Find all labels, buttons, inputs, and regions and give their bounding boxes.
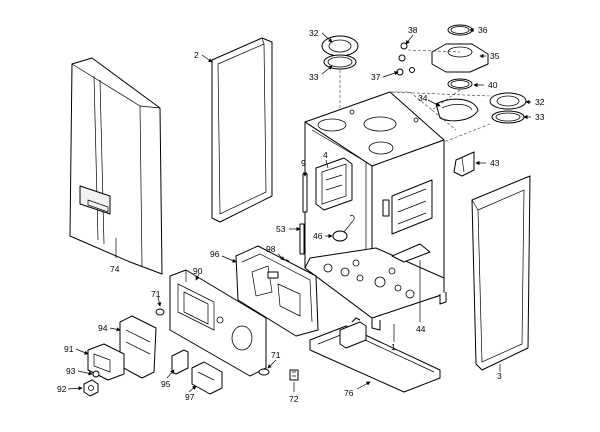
label-46: 46 <box>313 231 323 241</box>
base-tray-76 <box>309 317 441 393</box>
clip-71-right <box>258 368 270 376</box>
label-36: 36 <box>478 25 488 35</box>
component-93 <box>92 370 100 378</box>
flue-ring-left <box>321 35 359 70</box>
front-cover-panel <box>69 57 163 275</box>
component-46 <box>332 215 355 242</box>
bracket-43 <box>453 151 475 177</box>
bracket-97 <box>191 361 223 395</box>
label-33-right: 33 <box>535 112 545 122</box>
label-72: 72 <box>289 394 299 404</box>
label-32-top: 32 <box>309 28 319 38</box>
label-40: 40 <box>488 80 498 90</box>
label-71-left: 71 <box>151 289 161 299</box>
label-1: 1 <box>391 342 396 352</box>
sensor-rod-9 <box>302 173 308 213</box>
label-76: 76 <box>344 388 354 398</box>
right-side-panel <box>471 175 531 371</box>
gasket-34 <box>435 98 479 122</box>
control-housing-96 <box>235 245 319 337</box>
knob-92 <box>83 379 99 397</box>
label-71-right: 71 <box>271 350 281 360</box>
label-97: 97 <box>185 392 195 402</box>
label-95: 95 <box>161 379 171 389</box>
label-53: 53 <box>276 224 286 234</box>
label-43: 43 <box>490 158 500 168</box>
part-labels: 2 3 4 9 1 32 33 38 36 35 37 40 34 32 33 … <box>57 25 545 404</box>
label-35: 35 <box>490 51 500 61</box>
pcb-94 <box>119 315 157 379</box>
connector-95 <box>171 349 189 375</box>
label-38: 38 <box>408 25 418 35</box>
label-9: 9 <box>301 158 306 168</box>
flue-ring-right <box>489 92 527 124</box>
boiler-casing <box>304 91 447 331</box>
side-frame-panel <box>211 37 273 223</box>
probe-53 <box>299 223 305 255</box>
connector-72 <box>289 369 299 381</box>
label-44: 44 <box>416 324 426 334</box>
label-91: 91 <box>64 344 74 354</box>
label-96: 96 <box>210 249 220 259</box>
label-3: 3 <box>497 371 502 381</box>
label-94: 94 <box>98 323 108 333</box>
label-4: 4 <box>323 150 328 160</box>
clip-71-left <box>155 308 165 316</box>
control-panel-90 <box>169 269 267 377</box>
label-98: 98 <box>266 244 276 254</box>
label-37: 37 <box>371 72 381 82</box>
label-90: 90 <box>193 266 203 276</box>
leader-lines <box>67 27 531 393</box>
label-32-right: 32 <box>535 97 545 107</box>
label-74: 74 <box>110 264 120 274</box>
label-92: 92 <box>57 384 67 394</box>
assembly-guide-lines <box>339 49 491 143</box>
label-34: 34 <box>418 93 428 103</box>
label-2: 2 <box>194 50 199 60</box>
label-93: 93 <box>66 366 76 376</box>
label-33-top: 33 <box>309 72 319 82</box>
